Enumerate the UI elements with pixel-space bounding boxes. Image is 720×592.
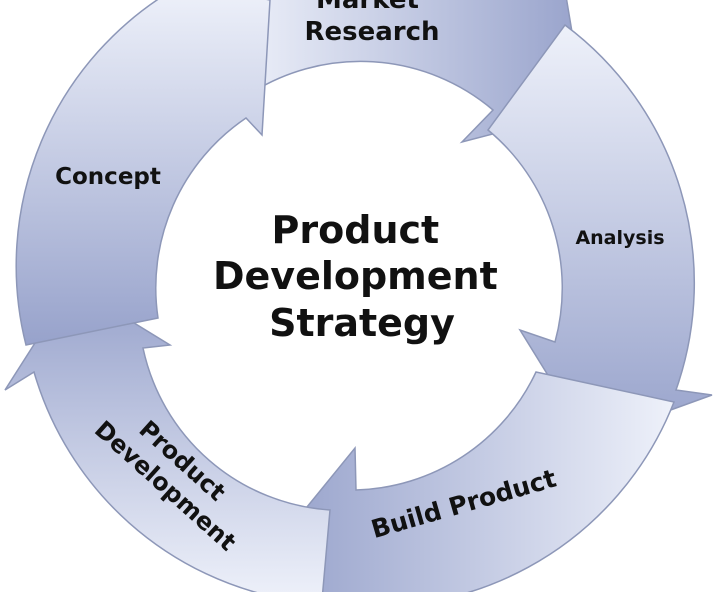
arrow-market-research <box>234 0 586 144</box>
step-label-market-research: Market Research <box>304 0 439 47</box>
step-label-market-research-line-1: Market <box>316 0 419 15</box>
arrow-product-development <box>4 283 331 592</box>
step-label-concept-line-1: Concept <box>55 164 161 190</box>
center-title-line-1: Product <box>272 208 440 252</box>
step-label-market-research-line-2: Research <box>304 17 439 47</box>
center-title-line-3: Strategy <box>269 301 455 345</box>
arrow-build-product <box>275 371 676 592</box>
step-label-analysis-line-1: Analysis <box>575 227 664 249</box>
center-title-line-2: Development <box>213 254 498 298</box>
arrow-concept <box>15 0 271 346</box>
center-title: Product Development Strategy <box>213 208 511 345</box>
step-label-concept: Concept <box>55 164 161 190</box>
arrow-analysis <box>486 23 713 441</box>
step-label-analysis: Analysis <box>575 227 664 249</box>
